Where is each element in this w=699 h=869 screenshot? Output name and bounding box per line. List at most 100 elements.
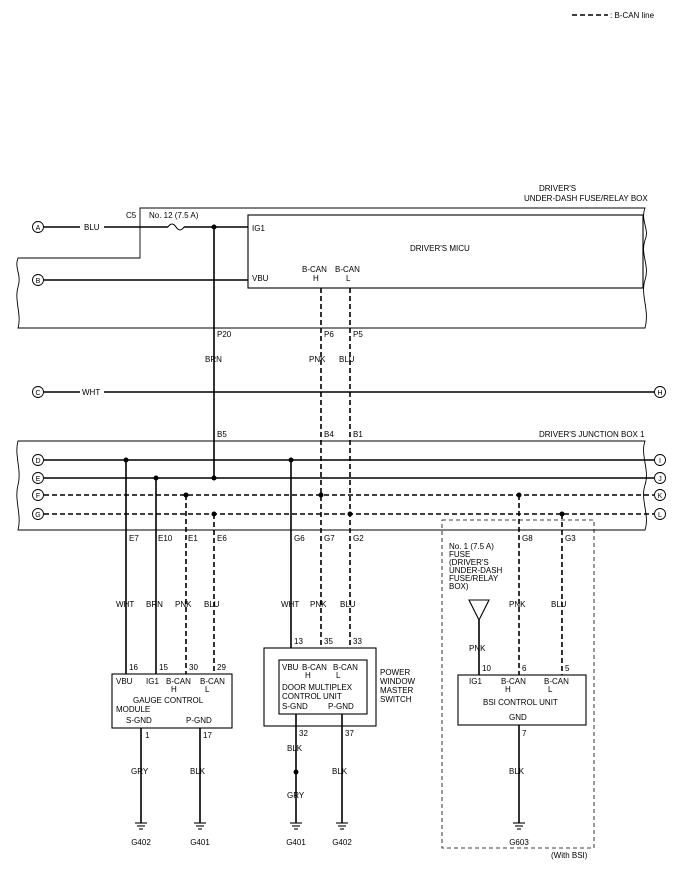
connector-g3: G3	[565, 534, 576, 543]
terminal-label-b: B	[36, 278, 41, 285]
ground-symbols: G402 G401 G401 G402 G603	[131, 822, 529, 847]
terminal-label-k: K	[658, 493, 663, 500]
ground-label: G401	[286, 838, 306, 847]
door-multiplex-unit-box	[278, 659, 368, 715]
door-wire-gry: GRY	[287, 791, 305, 800]
bsi-fuse-label: No. 1 (7.5 A) FUSE (DRIVER'S UNDER-DASH …	[449, 542, 505, 591]
connector-g8: G8	[522, 534, 533, 543]
gauge-pin-1: 1	[145, 731, 150, 740]
fuse-relay-box-outline	[16, 207, 647, 329]
terminal-left-d	[32, 454, 44, 466]
wire-blu-label: BLU	[339, 355, 355, 364]
terminal-left-c	[32, 386, 44, 398]
ground-g401: G401	[190, 822, 210, 847]
micu-label: DRIVER'S MICU	[410, 244, 470, 253]
door-wire-blk-2: BLK	[332, 767, 348, 776]
terminal-left-f	[32, 489, 44, 501]
door-pin-33: 33	[353, 637, 362, 646]
terminal-right-k	[654, 489, 666, 501]
connector-e10: E10	[158, 534, 173, 543]
fuse-12-symbol	[167, 223, 185, 231]
connector-c5: C5	[126, 211, 137, 220]
gauge-pin-16: 16	[129, 663, 138, 672]
door-pin-32: 32	[299, 729, 308, 738]
ground-g603: G603	[509, 822, 529, 847]
terminal-label-a: A	[36, 225, 41, 232]
door-sgnd: S-GND	[282, 702, 308, 711]
ground-label: G603	[509, 838, 529, 847]
bsi-wire-pnk-ig1: PNK	[469, 644, 486, 653]
legend-text: : B-CAN line	[610, 11, 655, 20]
terminal-left-a	[32, 221, 44, 233]
bsi-wire-blu: BLU	[551, 600, 567, 609]
terminal-label-l: L	[658, 512, 662, 519]
wire-c-color: WHT	[82, 388, 100, 397]
bsi-wire-blk: BLK	[509, 767, 525, 776]
terminal-label-c: C	[35, 390, 40, 397]
bsi-option-box	[441, 519, 595, 849]
splice-b1	[347, 511, 353, 517]
junction-box-label: DRIVER'S JUNCTION BOX 1	[539, 430, 645, 439]
gauge-wire-blu: BLU	[204, 600, 220, 609]
ground-g402: G402	[332, 822, 352, 847]
bsi-pin-6: 6	[522, 664, 527, 673]
ground-label: G401	[190, 838, 210, 847]
connector-p5: P5	[353, 330, 363, 339]
ground-g401: G401	[286, 822, 306, 847]
terminal-left-b	[32, 274, 44, 286]
terminal-label-h: H	[657, 390, 662, 397]
door-pin-37: 37	[345, 729, 354, 738]
connector-p20: P20	[217, 330, 232, 339]
splice-b5	[211, 475, 217, 481]
terminal-right-h	[654, 386, 666, 398]
terminal-right-i	[654, 454, 666, 466]
bsi-pin-5: 5	[565, 664, 570, 673]
door-wire-wht: WHT	[281, 600, 299, 609]
terminal-right-j	[654, 472, 666, 484]
ground-label: G402	[332, 838, 352, 847]
door-pgnd: P-GND	[328, 702, 354, 711]
connector-e7: E7	[129, 534, 139, 543]
gauge-wire-wht: WHT	[116, 600, 134, 609]
terminal-label-g: G	[35, 512, 40, 519]
connector-b5: B5	[217, 430, 227, 439]
bsi-wire-pnk: PNK	[509, 600, 526, 609]
wire-pnk-label: PNK	[309, 355, 326, 364]
door-wire-blk-1: BLK	[287, 744, 303, 753]
fuse-box-label: DRIVER'S UNDER-DASH FUSE/RELAY BOX	[524, 184, 648, 203]
terminal-label-f: F	[36, 493, 40, 500]
gauge-pgnd: P-GND	[186, 716, 212, 725]
wire-brn-label: BRN	[205, 355, 222, 364]
connector-b4: B4	[324, 430, 334, 439]
bsi-pin-10: 10	[482, 664, 491, 673]
terminal-label-e: E	[36, 476, 41, 483]
terminal-left-e	[32, 472, 44, 484]
micu-pin-vbu: VBU	[252, 274, 269, 283]
gauge-wire-pnk: PNK	[175, 600, 192, 609]
gauge-pin-17: 17	[203, 731, 212, 740]
fuse-12-label: No. 12 (7.5 A)	[149, 211, 199, 220]
micu-box	[247, 214, 644, 289]
terminal-right-l	[654, 508, 666, 520]
gauge-ig1: IG1	[146, 677, 159, 686]
connector-e6: E6	[217, 534, 227, 543]
door-pin-35: 35	[324, 637, 333, 646]
terminal-left-g	[32, 508, 44, 520]
ground-g402: G402	[131, 822, 151, 847]
door-vbu: VBU	[282, 663, 299, 672]
door-pin-13: 13	[294, 637, 303, 646]
connector-g2: G2	[353, 534, 364, 543]
connector-e1: E1	[188, 534, 198, 543]
bsi-ig1: IG1	[469, 677, 482, 686]
ground-label: G402	[131, 838, 151, 847]
junction-box-outline	[16, 440, 647, 531]
